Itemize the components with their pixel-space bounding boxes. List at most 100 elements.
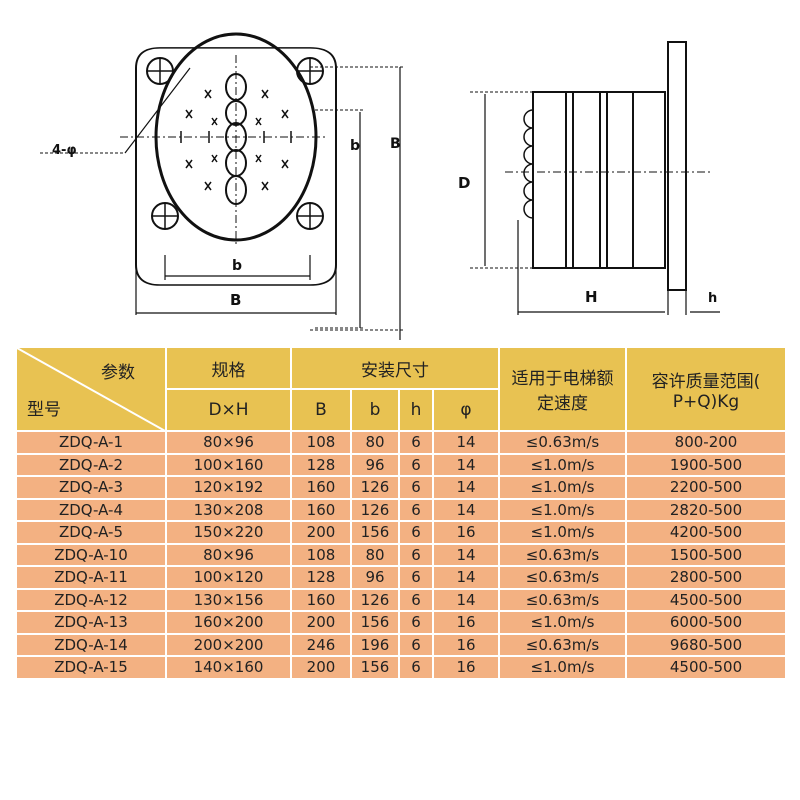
cell-load: 2800-500 [625,565,787,590]
cell-load: 4500-500 [625,655,787,680]
cell-phi: 14 [432,475,500,500]
cell-speed: ≤1.0m/s [498,610,627,635]
cell-model: ZDQ-A-10 [15,542,167,567]
cell-model: ZDQ-A-4 [15,497,167,522]
cell-speed: ≤0.63m/s [498,565,627,590]
dim-B-vertical: B [390,136,401,152]
cell-B: 108 [290,430,352,455]
dim-H: H [585,288,598,306]
cell-b: 196 [350,632,400,657]
cell-B: 200 [290,610,352,635]
cell-model: ZDQ-A-15 [15,655,167,680]
cell-b: 126 [350,497,400,522]
cell-b: 156 [350,610,400,635]
cell-phi: 16 [432,632,500,657]
spec-table: 参数型号 规格 安装尺寸 适用于电梯额定速度 容许质量范围( P+Q)Kg D×… [15,346,787,680]
dim-b-vertical: b [350,138,360,154]
cell-load: 6000-500 [625,610,787,635]
cell-load: 1500-500 [625,542,787,567]
cell-speed: ≤0.63m/s [498,430,627,455]
cell-speed: ≤0.63m/s [498,632,627,657]
cell-dxh: 120×192 [165,475,292,500]
cell-b: 126 [350,587,400,612]
cell-b: 96 [350,565,400,590]
cell-b: 96 [350,452,400,477]
cell-speed: ≤1.0m/s [498,452,627,477]
phi-header: φ [432,388,500,432]
cell-h: 6 [398,565,434,590]
cell-b: 156 [350,520,400,545]
cell-dxh: 130×156 [165,587,292,612]
cell-dxh: 100×160 [165,452,292,477]
cell-model: ZDQ-A-5 [15,520,167,545]
cell-speed: ≤0.63m/s [498,542,627,567]
cell-phi: 16 [432,655,500,680]
spec-header: 规格 [165,346,292,390]
cell-speed: ≤1.0m/s [498,520,627,545]
dim-D: D [458,174,470,192]
cell-load: 800-200 [625,430,787,455]
cell-phi: 14 [432,565,500,590]
cell-load: 4500-500 [625,587,787,612]
corner-header: 参数型号 [15,346,167,432]
cell-B: 128 [290,565,352,590]
cell-phi: 14 [432,430,500,455]
speed-header: 适用于电梯额定速度 [498,346,627,432]
cell-phi: 16 [432,610,500,635]
dxh-header: D×H [165,388,292,432]
cell-load: 2200-500 [625,475,787,500]
cell-dxh: 130×208 [165,497,292,522]
dim-B: B [230,291,241,309]
cell-model: ZDQ-A-11 [15,565,167,590]
cell-phi: 14 [432,497,500,522]
cell-load: 1900-500 [625,452,787,477]
cell-h: 6 [398,452,434,477]
cell-dxh: 160×200 [165,610,292,635]
cell-model: ZDQ-A-12 [15,587,167,612]
cell-h: 6 [398,475,434,500]
cell-h: 6 [398,587,434,612]
cell-h: 6 [398,655,434,680]
dim-b: b [232,258,242,274]
cell-dxh: 200×200 [165,632,292,657]
h-header: h [398,388,434,432]
cell-dxh: 150×220 [165,520,292,545]
model-label: 型号 [27,400,61,420]
cell-B: 200 [290,655,352,680]
cell-load: 4200-500 [625,520,787,545]
cell-load: 9680-500 [625,632,787,657]
hole-label: 4-φ [52,143,77,158]
install-header: 安装尺寸 [290,346,500,390]
cell-h: 6 [398,542,434,567]
cell-speed: ≤1.0m/s [498,475,627,500]
cell-h: 6 [398,520,434,545]
cell-b: 126 [350,475,400,500]
cell-B: 160 [290,587,352,612]
cell-dxh: 140×160 [165,655,292,680]
cell-b: 80 [350,542,400,567]
load-header: 容许质量范围( P+Q)Kg [625,346,787,432]
cell-B: 246 [290,632,352,657]
cell-dxh: 80×96 [165,430,292,455]
cell-h: 6 [398,497,434,522]
cell-B: 160 [290,497,352,522]
cell-speed: ≤1.0m/s [498,655,627,680]
cell-model: ZDQ-A-2 [15,452,167,477]
technical-drawing: 4-φ b B b B D H h [40,32,720,340]
cell-h: 6 [398,430,434,455]
cell-phi: 14 [432,587,500,612]
cell-phi: 16 [432,520,500,545]
cell-model: ZDQ-A-1 [15,430,167,455]
front-view: 4-φ b B b B [40,32,405,340]
cell-h: 6 [398,610,434,635]
cell-model: ZDQ-A-13 [15,610,167,635]
